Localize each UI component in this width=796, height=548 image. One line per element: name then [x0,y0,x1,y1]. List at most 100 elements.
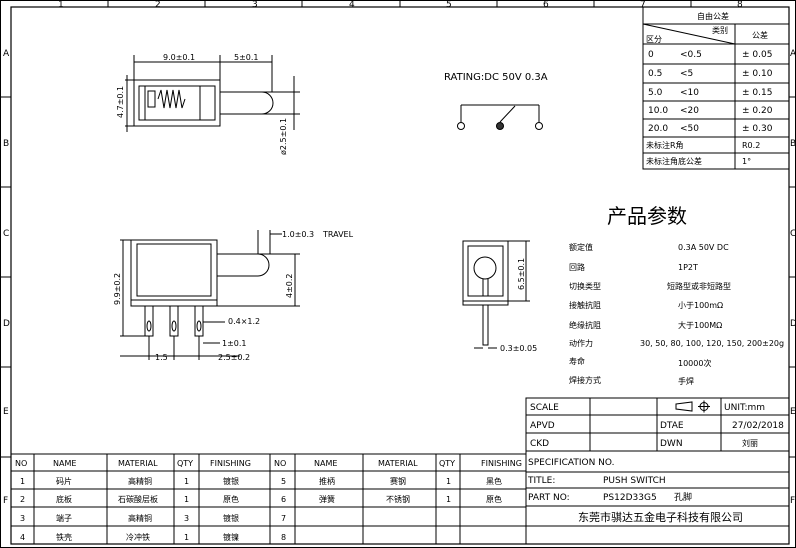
bom-cell: 高精铜 [128,513,152,523]
tol-cell: <5 [680,69,693,79]
row-label: D [3,319,10,329]
tb-spec: SPECIFICATION NO. [528,458,614,468]
param-value: 手焊 [678,376,694,386]
tol-header-range: 区分 [646,35,662,44]
row-label: D [790,319,796,329]
row-label: A [3,49,10,59]
tol-cell: ± 0.10 [742,69,773,79]
tol-cell: ± 0.05 [742,50,772,60]
dim-5: 5±0.1 [234,53,259,62]
bom-cell: 1 [446,477,451,486]
row-label: A [790,49,796,59]
travel-label: TRAVEL [322,230,354,239]
dim-1-0: 1.0±0.3 [282,230,314,239]
param-label: 寿命 [569,356,585,366]
param-value: 短路型或非短路型 [667,281,731,291]
params-title: 产品参数 [607,204,687,228]
param-value: 10000次 [678,358,711,368]
tol-cell: 10.0 [648,106,668,116]
param-label: 额定值 [569,242,593,252]
bom-cell: 4 [20,533,25,542]
row-label: B [3,139,9,149]
bom-cell: 1 [20,477,25,486]
row-label: F [3,496,8,506]
bom-table [10,453,527,545]
tol-cell: <50 [680,124,699,134]
bom-cell: 7 [281,514,286,523]
col-label: 6 [543,0,549,10]
row-label: B [790,139,796,149]
param-value: 1P2T [678,263,698,272]
dim-0-3: 0.3±0.05 [500,344,537,353]
bom-cell: 8 [281,533,286,542]
bom-header: NAME [53,459,76,468]
front-view [120,230,300,360]
bom-cell: 6 [281,495,286,504]
dim-0-4: 0.4×1.2 [228,317,260,326]
tb-dwn: DWN [660,439,683,449]
col-label: 7 [640,0,646,10]
row-label: E [3,407,9,417]
bom-cell: 码片 [56,476,72,486]
tol-cell: ± 0.20 [742,106,773,116]
bom-header: NO [15,459,27,468]
tol-cell: ± 0.30 [742,124,773,134]
tol-a-label: 未标注角底公差 [646,156,702,166]
tb-company: 东莞市骐达五金电子科技有限公司 [578,510,743,524]
tb-dtae: DTAE [660,421,684,431]
switch-schematic [457,104,543,130]
projection-symbol-icon [675,400,710,413]
tb-unit: UNIT:mm [724,403,765,413]
dim-1-5: 1.5 [155,353,168,362]
col-label: 4 [349,0,355,10]
dim-9-9: 9.9±0.2 [113,273,122,305]
bom-header: NO [274,459,286,468]
tb-part-value: PS12D33G5 [603,493,657,503]
col-label: 8 [737,0,743,10]
bom-cell: 铁壳 [56,532,72,542]
tb-title-label: TITLE: [527,476,555,486]
dim-4: 4±0.2 [285,273,294,298]
bom-cell: 赛钢 [390,476,406,486]
col-label: 1 [58,0,64,10]
tb-drawer: 刘丽 [742,438,758,448]
bom-cell: 1 [184,477,189,486]
tol-a-value: 1° [742,157,751,166]
bom-cell: 黑色 [486,476,502,486]
bom-header: FINISHING [210,459,251,468]
rating-text: RATING:DC 50V 0.3A [444,72,548,83]
col-label: 5 [446,0,452,10]
row-label: F [790,496,795,506]
row-label: E [790,407,796,417]
dim-4-7: 4.7±0.1 [116,86,125,118]
tb-date: 27/02/2018 [732,421,784,431]
row-markers: A B C D E F A B C D E F [0,49,796,506]
tb-title-value: PUSH SWITCH [603,476,666,486]
bom-cell: 镀银 [223,513,239,523]
tol-cell: 5.0 [648,88,663,98]
bom-header: MATERIAL [118,459,158,468]
param-value: 大于100MΩ [678,320,722,330]
tb-part-label: PART NO: [528,493,570,503]
param-label: 绝缘抗阻 [569,320,601,330]
dim-9-0: 9.0±0.1 [163,53,195,62]
tol-r-label: 未标注R角 [646,140,684,150]
bom-cell: 镀镍 [223,532,239,542]
bom-cell: 弹簧 [319,494,335,504]
tol-cell: <10 [680,88,699,98]
tol-header-tol: 公差 [752,30,768,40]
bom-cell: 原色 [223,494,239,504]
bom-cell: 1 [184,533,189,542]
tol-cell: ± 0.15 [742,88,772,98]
tol-cell: 0.5 [648,69,662,79]
bom-cell: 镀银 [223,476,239,486]
param-label: 动作力 [569,338,593,348]
tb-part-extra: 孔脚 [674,492,692,503]
tb-apvd: APVD [530,421,555,431]
bom-cell: 底板 [56,494,72,504]
top-view [125,55,300,132]
bom-cell: 3 [184,514,189,523]
bom-cell: 推柄 [319,476,335,486]
column-markers: 1 2 3 4 5 6 7 8 [58,0,743,10]
side-view [462,240,530,349]
